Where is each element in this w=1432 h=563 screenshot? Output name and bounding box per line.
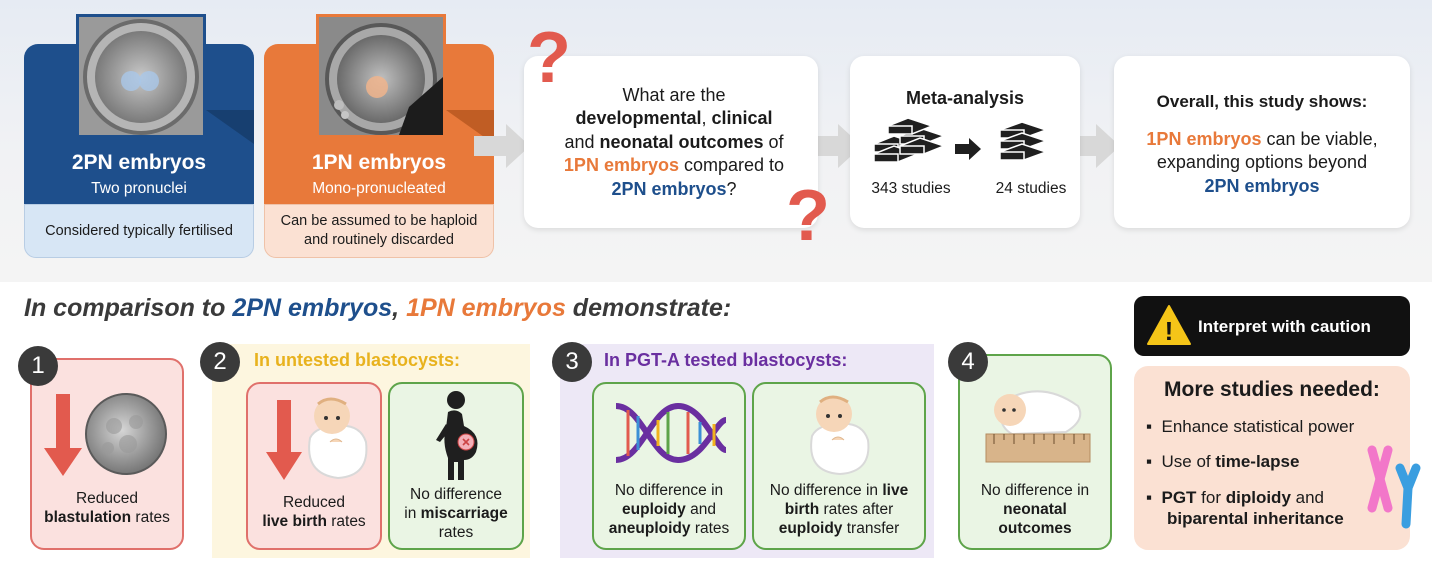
down-arrow-icon [44,394,82,476]
overall-line3: 2PN embryos [1204,175,1320,196]
finding1-caption: Reduced blastulation rates [44,490,170,526]
finding3-number: 3 [552,342,592,382]
arrow-right-icon [474,124,530,168]
card-1pn-title: 1PN embryos [311,151,447,174]
more-studies-title: More studies needed: [1164,378,1380,401]
overall-line2: expanding options beyond [1156,152,1368,173]
question-line1: What are the [622,85,726,105]
more-studies-box [1134,366,1410,550]
arrow-right-icon [1064,124,1120,168]
baby-icon [810,395,870,476]
finding3b-caption: No difference in live birth rates after … [769,482,909,537]
warning-icon: ! [1147,305,1191,346]
card-1pn-note: Can be assumed to be haploid and routine… [264,204,494,258]
chromosome-xy-icon [1367,445,1421,529]
finding4-caption: No difference in neonatal outcomes [980,482,1090,537]
meta-studies-before: 343 studies [871,180,951,197]
card-2pn-note: Considered typically fertilised [24,204,254,258]
finding4-number: 4 [948,342,988,382]
pregnant-woman-icon [436,391,478,480]
meta-studies-after: 24 studies [995,180,1067,197]
card-1pn-note-line1: Can be assumed to be haploid [280,213,478,230]
photo-2pn-embryo [76,14,206,138]
question-mark-icon: ? [527,18,571,98]
baby-icon [308,397,368,480]
books-stack-small-icon [997,121,1049,161]
card-1pn-note-line2: and routinely discarded [304,232,454,248]
finding2-number: 2 [200,342,240,382]
arrow-right-icon [955,138,981,160]
warning-mark: ! [1165,316,1174,346]
finding2b-card [388,382,524,550]
question-box [524,56,818,228]
blastocyst-icon [85,393,167,475]
card-2pn-subtitle: Two pronuclei [91,180,187,197]
overall-line1: 1PN embryos can be viable, [1146,129,1378,149]
card-2pn-title: 2PN embryos [71,151,207,174]
finding2a-caption: Reduced live birth rates [262,494,366,530]
comparison-headline: In comparison to 2PN embryos, 1PN embryo… [24,294,732,322]
more-studies-item3-line2: biparental inheritance [1167,508,1344,528]
overall-text: 1PN embryos can be viable, expanding opt… [1114,128,1410,198]
down-arrow-icon [266,400,302,480]
finding1-number: 1 [18,346,58,386]
overall-title: Overall, this study shows: [1156,92,1368,111]
question-line2: developmental, clinical [575,108,773,129]
finding3-heading: In PGT-A tested blastocysts: [604,350,848,370]
arrow-right-icon [806,124,862,168]
books-stack-large-icon [871,117,947,163]
question-line3: and neonatal outcomes of [564,131,784,152]
baby-on-ruler-icon [985,390,1091,463]
more-studies-list: ▪ Enhance statistical power ▪ Use of tim… [1146,416,1406,529]
question-line4: 1PN embryos compared to [563,155,785,176]
question-text: What are the developmental, clinical and… [534,84,814,201]
finding2-heading: In untested blastocysts: [254,350,461,370]
finding2b-caption: No difference in miscarriage rates [404,486,508,541]
caution-label: Interpret with caution [1198,317,1371,336]
more-studies-item1: ▪ Enhance statistical power [1146,417,1355,436]
dna-icon [615,402,728,464]
more-studies-item3: ▪ PGT for diploidy and [1146,487,1324,507]
meta-analysis-title: Meta-analysis [905,88,1025,108]
embryo-1pn-icon [319,17,443,135]
photo-1pn-embryo [316,14,446,138]
question-line5: 2PN embryos? [611,178,737,199]
embryo-2pn-icon [79,17,203,135]
finding3a-caption: No difference in euploidy and aneuploidy… [608,482,730,537]
more-studies-item2: ▪ Use of time-lapse [1146,452,1300,472]
card-1pn-subtitle: Mono-pronucleated [312,180,446,197]
overall-box [1114,56,1410,228]
question-mark-icon: ? [786,176,830,256]
